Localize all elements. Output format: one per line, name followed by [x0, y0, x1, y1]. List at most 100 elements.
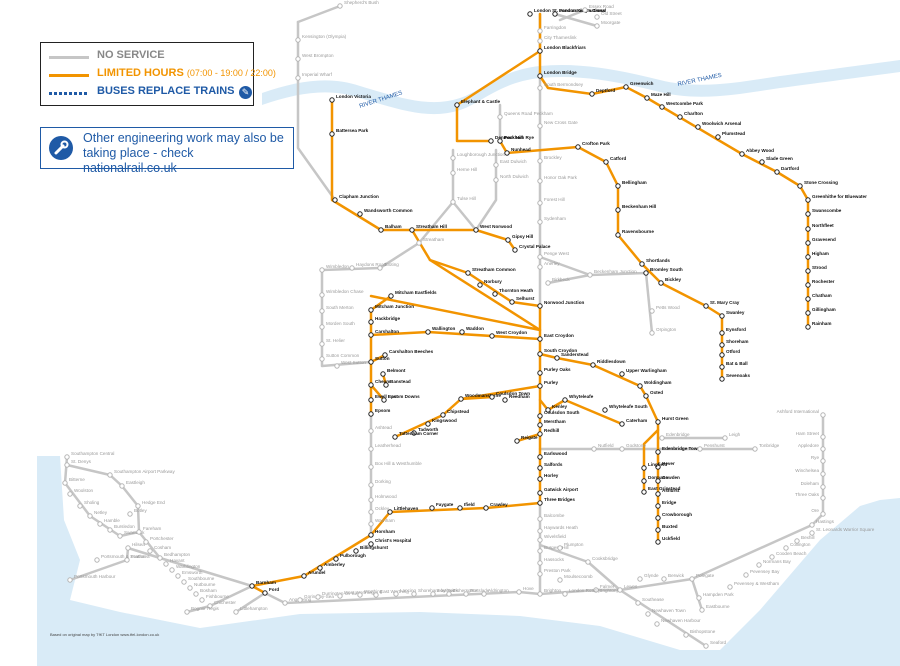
- station-label: Tattenham Corner: [399, 431, 438, 436]
- station-marker: [537, 264, 543, 270]
- station-label: Eridge: [662, 500, 677, 505]
- station-label: Bellingham: [622, 180, 647, 185]
- station-label: Portchester: [150, 536, 174, 541]
- station-label: Northfleet: [812, 223, 834, 228]
- station-label: Pevensey Bay: [750, 569, 780, 574]
- station-label: Eastbourne: [706, 604, 730, 609]
- station-marker: [357, 211, 363, 217]
- station-marker: [695, 124, 701, 130]
- station-marker: [575, 144, 581, 150]
- station-marker: [87, 513, 93, 519]
- station-label: Carshalton: [375, 329, 399, 334]
- station-marker: [233, 609, 239, 615]
- station-label: Box Hill & Westhumble: [375, 461, 422, 466]
- station-label: Sevenoaks: [726, 373, 750, 378]
- station-marker: [809, 522, 815, 528]
- station-label: Peckham Rye: [504, 135, 534, 140]
- station-marker: [683, 632, 689, 638]
- station-marker: [537, 303, 543, 309]
- station-label: Doleham: [801, 481, 820, 486]
- station-label: Nutfield: [598, 443, 614, 448]
- station-marker: [64, 454, 70, 460]
- station-label: Reedham: [509, 394, 530, 399]
- station-label: Swanley: [726, 310, 745, 315]
- station-marker: [368, 319, 374, 325]
- station-label: Merstham: [544, 419, 566, 424]
- station-label: Horsham: [375, 529, 395, 534]
- station-marker: [719, 376, 725, 382]
- station-marker: [368, 464, 374, 470]
- station-label: Moorgate: [601, 20, 621, 25]
- station-marker: [483, 505, 489, 511]
- station-label: West Croydon: [496, 330, 527, 335]
- station-label: Fareham: [143, 526, 162, 531]
- station-marker: [537, 465, 543, 471]
- station-marker: [537, 422, 543, 428]
- station-label: Edenbridge Town: [662, 446, 700, 451]
- station-marker: [562, 397, 568, 403]
- station-marker: [368, 397, 374, 403]
- station-label: Christ's Hospital: [375, 538, 411, 543]
- station-marker: [333, 556, 339, 562]
- station-label: London Victoria: [336, 94, 371, 99]
- station-label: Shepherd's Bush: [344, 0, 379, 5]
- station-marker: [537, 178, 543, 184]
- station-marker: [719, 352, 725, 358]
- station-label: Herne Hill: [457, 167, 477, 172]
- station-marker: [497, 114, 503, 120]
- station-label: Stone Crossing: [804, 180, 838, 185]
- station-marker: [719, 330, 725, 336]
- station-marker: [637, 576, 643, 582]
- station-label: Lancing: [400, 588, 417, 593]
- station-marker: [329, 131, 335, 137]
- station-label: Portsmouth & Southsea: [101, 554, 150, 559]
- station-marker: [615, 183, 621, 189]
- station-label: Cheam: [375, 379, 390, 384]
- station-label: St. Denys: [71, 459, 92, 464]
- station-label: Swanscombe: [812, 208, 842, 213]
- station-marker: [368, 482, 374, 488]
- station-marker: [759, 159, 765, 165]
- station-marker: [377, 265, 383, 271]
- station-label: Farringdon: [544, 25, 567, 30]
- station-label: Warblington: [176, 564, 201, 569]
- station-label: Selhurst: [516, 296, 535, 301]
- station-label: Higham: [812, 251, 829, 256]
- station-label: Durrington-on-Sea: [322, 591, 360, 596]
- station-label: Hampden Park: [703, 592, 734, 597]
- station-label: St. Leonards Warrior Square: [816, 527, 875, 532]
- station-marker: [463, 591, 469, 597]
- station-marker: [199, 597, 205, 603]
- station-marker: [769, 554, 775, 560]
- station-label: Godstone: [626, 443, 646, 448]
- station-label: Essex Road: [589, 4, 614, 9]
- station-label: Ashurst: [662, 488, 680, 493]
- station-marker: [392, 434, 398, 440]
- station-marker: [512, 247, 518, 253]
- station-label: Littlehaven: [394, 506, 418, 511]
- station-label: Coulsdon South: [544, 410, 580, 415]
- station-marker: [163, 561, 169, 567]
- station-marker: [459, 329, 465, 335]
- station-marker: [557, 577, 563, 583]
- station-marker: [337, 593, 343, 599]
- station-label: Epsom: [375, 408, 390, 413]
- station-label: Birkbeck: [552, 277, 570, 282]
- station-marker: [603, 159, 609, 165]
- station-marker: [655, 449, 661, 455]
- station-marker: [368, 428, 374, 434]
- station-marker: [537, 476, 543, 482]
- station-label: Hastings: [816, 519, 835, 524]
- station-label: Fishersgate: [453, 588, 477, 593]
- station-label: Hever: [662, 461, 675, 466]
- station-marker: [295, 37, 301, 43]
- station-marker: [334, 363, 340, 369]
- station-marker: [67, 577, 73, 583]
- station-label: Normans Bay: [763, 559, 792, 564]
- station-marker: [537, 73, 543, 79]
- station-marker: [124, 557, 130, 563]
- station-marker: [457, 505, 463, 511]
- station-marker: [562, 591, 568, 597]
- station-label: Faygate: [436, 502, 454, 507]
- station-label: Denmark Hill: [495, 135, 523, 140]
